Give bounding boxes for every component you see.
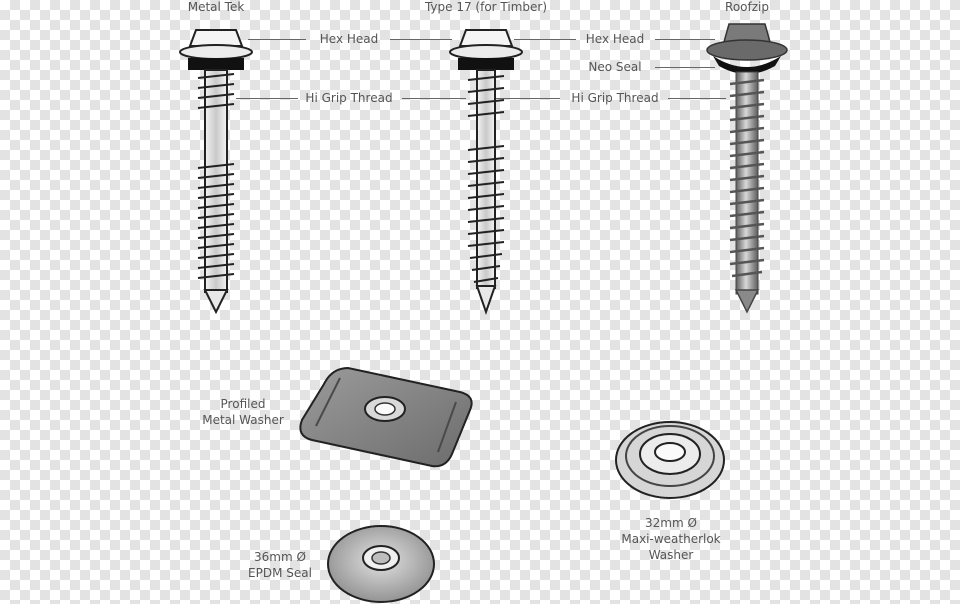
hex-head-icon [458, 29, 514, 47]
maxi-washer-label-3: Washer [648, 548, 694, 562]
neo-seal-label: Neo Seal [588, 60, 642, 74]
leader-line [236, 98, 298, 99]
maxi-washer-label-1: 32mm Ø [645, 516, 697, 530]
maxi-weatherlok-washer [615, 421, 725, 499]
leader-line [655, 39, 715, 40]
profiled-washer-label-1: Profiled [220, 397, 266, 411]
epdm-seal [327, 525, 435, 603]
metal-tek-screw [179, 29, 253, 315]
leader-line [496, 98, 560, 99]
leader-line [248, 39, 306, 40]
type17-title: Type 17 (for Timber) [424, 0, 548, 14]
hex-head-label-left: Hex Head [319, 32, 379, 46]
leader-line [402, 98, 466, 99]
metal-tek-title: Metal Tek [187, 0, 245, 14]
profiled-metal-washer [299, 366, 473, 468]
neo-seal-band [188, 58, 244, 70]
epdm-seal-label-2: EPDM Seal [248, 566, 312, 580]
hex-head-label-right: Hex Head [585, 32, 645, 46]
roofzip-screw [706, 23, 788, 314]
leader-line [390, 39, 452, 40]
maxi-washer-label-2: Maxi-weatherlok [621, 532, 721, 546]
epdm-seal-label-1: 36mm Ø [254, 550, 306, 564]
profiled-washer-label-2: Metal Washer [202, 413, 284, 427]
leader-line [668, 98, 726, 99]
leader-line [514, 39, 576, 40]
roofzip-title: Roofzip [725, 0, 769, 14]
thread-label-left: Hi Grip Thread [305, 91, 393, 105]
thread-label-right: Hi Grip Thread [571, 91, 659, 105]
neo-seal-washer [713, 56, 781, 74]
type17-screw [449, 29, 523, 316]
leader-line [655, 67, 715, 68]
hex-head-icon [188, 29, 244, 47]
